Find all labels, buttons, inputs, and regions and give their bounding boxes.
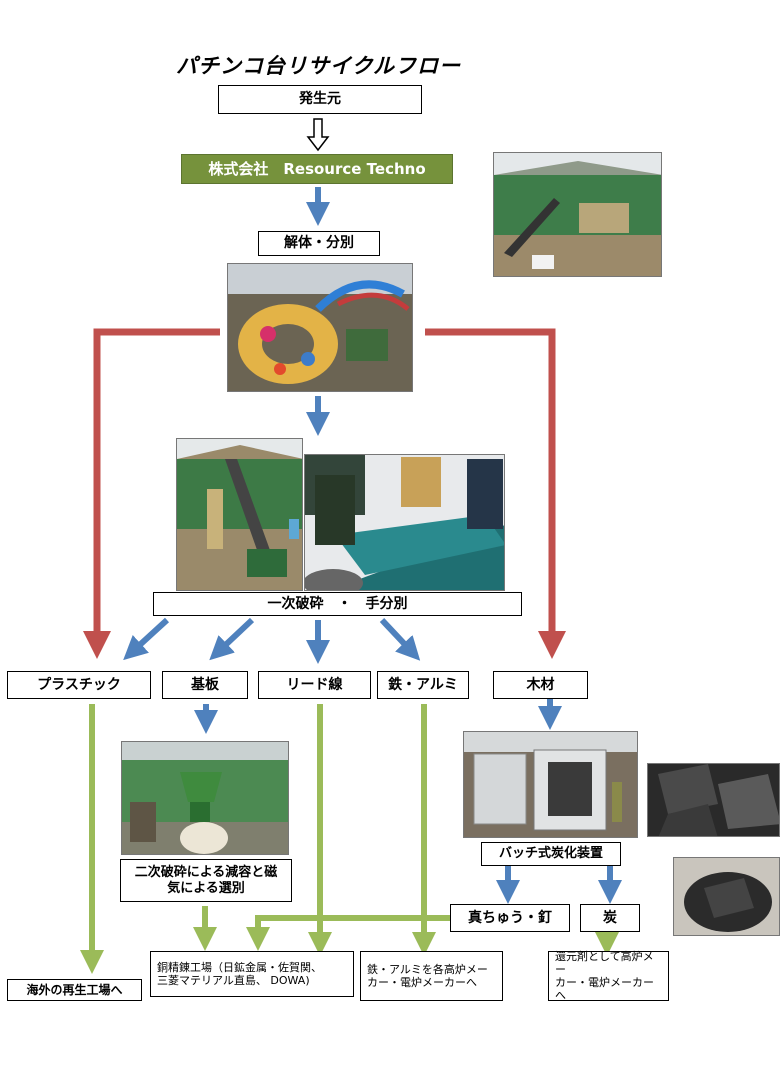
lead-wire-box: リード線 (258, 671, 371, 699)
company-box: 株式会社 Resource Techno (181, 154, 453, 184)
copper-smelter-box: 銅精錬工場（日鉱金属・佐賀関、 三菱マテリアル直島、 DOWA) (150, 951, 354, 997)
iron-aluminum-dest-line2: カー・電炉メーカーへ (367, 976, 477, 989)
iron-aluminum-dest-box: 鉄・アルミを各高炉メー カー・電炉メーカーへ (360, 951, 503, 1001)
dismantled-parts-photo (227, 263, 413, 392)
arrow-crush-to-plastic (123, 617, 170, 661)
iron-aluminum-box: 鉄・アルミ (377, 671, 469, 699)
reducing-agent-line1: 還元剤として高炉メー (555, 949, 654, 976)
plastic-box: プラスチック (7, 671, 151, 699)
reducing-agent-line2: カー・電炉メーカーへ (555, 976, 654, 1003)
secondary-crusher-photo (121, 741, 289, 855)
conveyor-photo (176, 438, 303, 591)
dismantle-box: 解体・分別 (258, 231, 380, 256)
charcoal-photo (673, 857, 780, 936)
carbonized-material-photo (647, 763, 780, 837)
wood-box: 木材 (493, 671, 588, 699)
hollow-arrow (306, 118, 330, 152)
carbonizer-photo (463, 731, 638, 838)
secondary-crush-line1: 二次破砕による減容と磁 (134, 864, 278, 880)
copper-smelter-line1: 銅精錬工場（日鉱金属・佐賀関、 (157, 960, 322, 974)
arrow-crush-to-iron (379, 617, 421, 661)
copper-smelter-line2: 三菱マテリアル直島、 DOWA) (157, 974, 310, 987)
secondary-crush-box: 二次破砕による減容と磁 気による選別 (120, 859, 292, 902)
primary-crush-box: 一次破砕 ・ 手分別 (153, 592, 522, 616)
arrow-brass-to-smelter (246, 915, 450, 951)
board-box: 基板 (162, 671, 248, 699)
charcoal-box: 炭 (580, 904, 640, 932)
arrow-dismantle-to-wood (425, 328, 566, 659)
iron-aluminum-dest-line1: 鉄・アルミを各高炉メー (367, 962, 488, 976)
secondary-crush-line2: 気による選別 (167, 880, 245, 896)
source-box: 発生元 (218, 85, 422, 114)
factory-interior-photo (493, 152, 662, 277)
arrow-dismantle-to-plastic (83, 328, 220, 659)
hand-sorting-photo (304, 454, 505, 591)
batch-carbonizer-box: バッチ式炭化装置 (481, 842, 621, 866)
reducing-agent-box: 還元剤として高炉メー カー・電炉メーカーへ (548, 949, 669, 1003)
brass-nails-box: 真ちゅう・釘 (450, 904, 570, 932)
overseas-plant-box: 海外の再生工場へ (7, 979, 142, 1001)
page-title: パチンコ台リサイクルフロー (176, 54, 461, 78)
arrow-crush-to-board (209, 617, 255, 661)
